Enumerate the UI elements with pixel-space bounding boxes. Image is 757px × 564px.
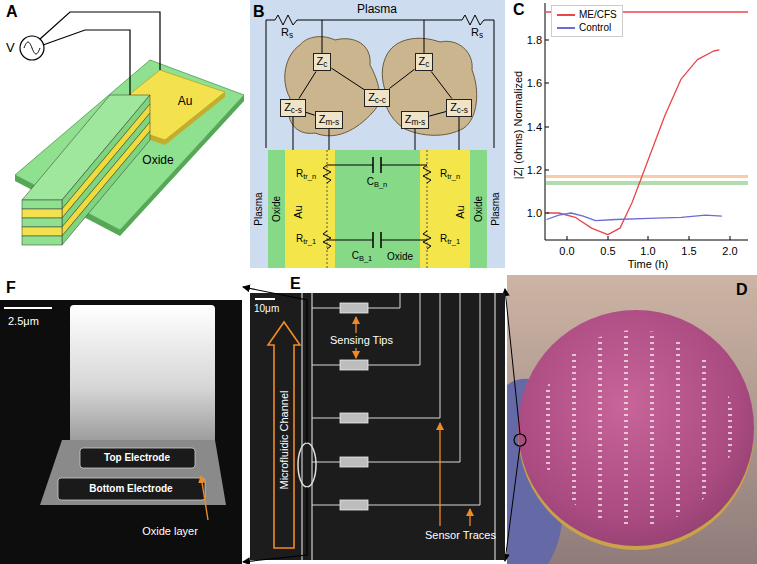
impedance-box: Zc-s — [280, 99, 306, 118]
subscript: m-s — [411, 118, 425, 127]
part-label: Sensor Traces — [425, 529, 496, 542]
impedance-label: Zc — [317, 55, 328, 70]
axis-title: |Z| (ohms) Normalized — [512, 71, 525, 179]
axis-title: Time (h) — [628, 258, 669, 271]
legend-text: Control — [579, 22, 611, 33]
subscript: c-s — [291, 106, 302, 115]
subscript: tr_1 — [447, 237, 460, 246]
impedance-label: Zm-s — [319, 113, 339, 128]
tick-label: 1.0 — [527, 207, 542, 220]
legend-swatch — [557, 27, 575, 29]
region-label: Plasma — [252, 3, 502, 17]
resistor-label: Rtr_n — [296, 168, 316, 182]
part-label: Top Electrode — [104, 452, 170, 464]
subscript: B_1 — [359, 254, 372, 263]
resistor-label: Rs — [281, 26, 293, 41]
subscript: tr_1 — [303, 237, 316, 246]
circuit-wire — [306, 112, 315, 115]
circuit-wire — [429, 112, 446, 117]
impedance-box: Zc-s — [446, 99, 472, 118]
part-label: Bottom Electrode — [89, 483, 172, 495]
part-label: Oxide layer — [142, 525, 198, 538]
impedance-box: Zc-c — [364, 89, 390, 108]
tick-label: 2.0 — [722, 245, 737, 258]
impedance-box: Zm-s — [401, 111, 429, 130]
impedance-label: Zc-s — [284, 101, 302, 116]
circuit-wire — [299, 71, 316, 98]
panel-letter: A — [6, 3, 18, 21]
layer-label: Oxide — [271, 196, 283, 222]
impedance-label: Zm-s — [405, 113, 425, 128]
tick-label: 0.0 — [559, 245, 574, 258]
chart-legend: ME/CFS Control — [551, 5, 623, 37]
layer-label: Oxide — [142, 154, 173, 168]
subscript: s — [479, 31, 483, 40]
scale-label: 2.5μm — [8, 315, 39, 328]
resistor-label: Rs — [471, 26, 483, 41]
layer-label: Plasma — [490, 192, 502, 225]
layer-label: Au — [178, 95, 193, 109]
tick-label: 1.0 — [640, 245, 655, 258]
resistor-label: Rtr_n — [440, 168, 460, 182]
resistor-label: Rtr_1 — [440, 233, 460, 247]
circuit-wire — [331, 68, 364, 89]
layer-label: Oxide — [473, 196, 485, 222]
capacitor-label: CB_n — [367, 176, 388, 190]
layer-label: Au — [454, 205, 467, 218]
tick-label: 0.5 — [600, 245, 615, 258]
tick-label: 1.6 — [527, 77, 542, 90]
layer-label: Plasma — [253, 192, 265, 225]
subscript: c — [425, 60, 429, 69]
subscript: B_n — [374, 180, 387, 189]
panel-letter: C — [513, 1, 525, 19]
legend-row: ME/CFS — [557, 8, 617, 21]
subscript: c — [323, 60, 327, 69]
circuit-wire — [431, 71, 452, 98]
subscript: s — [289, 31, 293, 40]
subscript: c-s — [457, 106, 468, 115]
legend-row: Control — [557, 21, 617, 34]
panel-letter: E — [290, 275, 301, 293]
resistor-label: Rtr_1 — [296, 233, 316, 247]
impedance-label: Zc-s — [450, 101, 468, 116]
panel-letter: B — [253, 3, 265, 21]
part-label: Microfluidic Channel — [278, 390, 291, 489]
impedance-box: Zc — [415, 53, 434, 72]
panel-letter: F — [6, 279, 16, 297]
impedance-box: Zc — [313, 53, 332, 72]
tick-label: 1.4 — [527, 121, 542, 134]
circuit-wire — [389, 69, 414, 88]
scale-label: 10μm — [254, 303, 279, 315]
subscript: c-c — [375, 96, 386, 105]
capacitor-label: CB_1 — [352, 250, 373, 264]
plasma-region: PlasmaZc ZcZc-cZc-sZm-s Zm-s Zc-s — [252, 2, 502, 148]
layer-label: Au — [292, 205, 305, 218]
layer-label: Oxide — [387, 251, 413, 263]
tick-label: 1.5 — [681, 245, 696, 258]
impedance-label: Zc-c — [368, 91, 386, 106]
subscript: tr_n — [447, 172, 460, 181]
subscript: m-s — [325, 118, 339, 127]
impedance-box: Zm-s — [315, 111, 343, 130]
panel-letter: D — [736, 281, 748, 299]
legend-swatch — [557, 14, 575, 16]
tick-label: 1.2 — [527, 164, 542, 177]
part-label: Sensing Tips — [330, 334, 393, 347]
legend-text: ME/CFS — [579, 9, 617, 20]
impedance-label: Zc — [419, 55, 430, 70]
tick-label: 1.8 — [527, 34, 542, 47]
source-label: V — [6, 41, 15, 56]
subscript: tr_n — [303, 172, 316, 181]
